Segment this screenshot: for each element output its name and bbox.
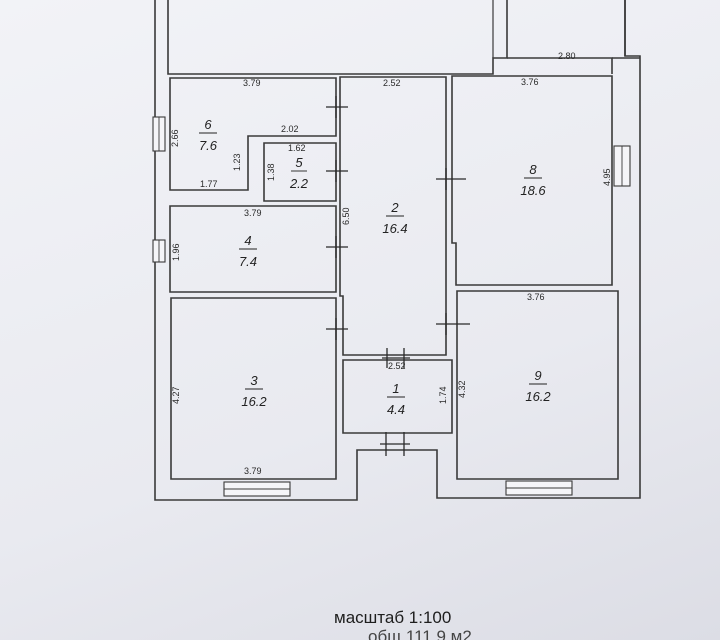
room-area: 7.4 xyxy=(239,254,257,269)
dim-label: 2.66 xyxy=(170,129,180,147)
room-number: 5 xyxy=(295,155,303,170)
room-4-walls xyxy=(169,205,337,293)
room-number: 9 xyxy=(534,368,541,383)
room-9-walls xyxy=(456,290,619,480)
dim-label: 1.74 xyxy=(438,386,448,404)
room-area: 16.4 xyxy=(382,221,407,236)
dim-label: 2.02 xyxy=(281,124,299,134)
dim-label: 1.62 xyxy=(288,143,306,153)
area-label-cut: общ 111,9 м2 xyxy=(368,628,472,640)
door-marks xyxy=(326,96,470,456)
room-8-walls xyxy=(451,75,613,286)
dim-label: 3.79 xyxy=(244,466,262,476)
window-bottom-left xyxy=(223,481,291,497)
room-label-3: 3 16.2 xyxy=(241,373,267,409)
dimension-labels: 2.80 3.79 2.52 3.76 2.66 2.02 1.62 1.23 … xyxy=(170,51,612,476)
window-right xyxy=(613,145,631,187)
room-3-walls xyxy=(170,297,337,480)
dim-label: 3.79 xyxy=(244,208,262,218)
room-number: 3 xyxy=(250,373,258,388)
dim-label: 1.96 xyxy=(171,243,181,261)
room-label-9: 9 16.2 xyxy=(525,368,551,404)
room-label-4: 4 7.4 xyxy=(239,233,257,269)
scale-label: масштаб 1:100 xyxy=(334,608,452,627)
room-1-walls xyxy=(342,359,453,434)
dim-label: 6.50 xyxy=(341,207,351,225)
room-number: 2 xyxy=(390,200,399,215)
dim-label: 3.76 xyxy=(521,77,539,87)
room-label-5: 5 2.2 xyxy=(289,155,309,191)
room-area: 16.2 xyxy=(241,394,267,409)
dim-label: 1.77 xyxy=(200,179,218,189)
dim-label: 4.95 xyxy=(602,168,612,186)
room-number: 6 xyxy=(204,117,212,132)
room-5-walls xyxy=(263,142,337,202)
room-area: 4.4 xyxy=(387,402,405,417)
dim-label: 1.23 xyxy=(232,153,242,171)
room-label-6: 6 7.6 xyxy=(199,117,218,153)
window-left-1 xyxy=(152,116,166,152)
room-6-walls xyxy=(169,77,337,191)
room-label-8: 8 18.6 xyxy=(520,162,546,198)
room-area: 16.2 xyxy=(525,389,551,404)
room-area: 2.2 xyxy=(289,176,309,191)
dim-label: 2.52 xyxy=(383,78,401,88)
window-left-2 xyxy=(152,239,166,263)
dim-label: 3.76 xyxy=(527,292,545,302)
room-2-walls xyxy=(339,76,447,356)
room-area: 7.6 xyxy=(199,138,218,153)
room-number: 4 xyxy=(244,233,251,248)
window-top-corridor xyxy=(376,73,400,78)
outer-walls xyxy=(154,0,641,501)
dim-label: 4.32 xyxy=(457,380,467,398)
dim-label: 2.80 xyxy=(558,51,576,61)
room-number: 1 xyxy=(392,381,399,396)
dim-label: 2.52 xyxy=(388,361,406,371)
dim-label: 3.79 xyxy=(243,78,261,88)
dim-label: 4.27 xyxy=(171,386,181,404)
dim-label: 1.38 xyxy=(266,163,276,181)
window-bottom-right xyxy=(505,480,573,496)
room-label-1: 1 4.4 xyxy=(387,381,405,417)
room-label-2: 2 16.4 xyxy=(382,200,407,236)
room-number: 8 xyxy=(529,162,537,177)
room-area: 18.6 xyxy=(520,183,546,198)
